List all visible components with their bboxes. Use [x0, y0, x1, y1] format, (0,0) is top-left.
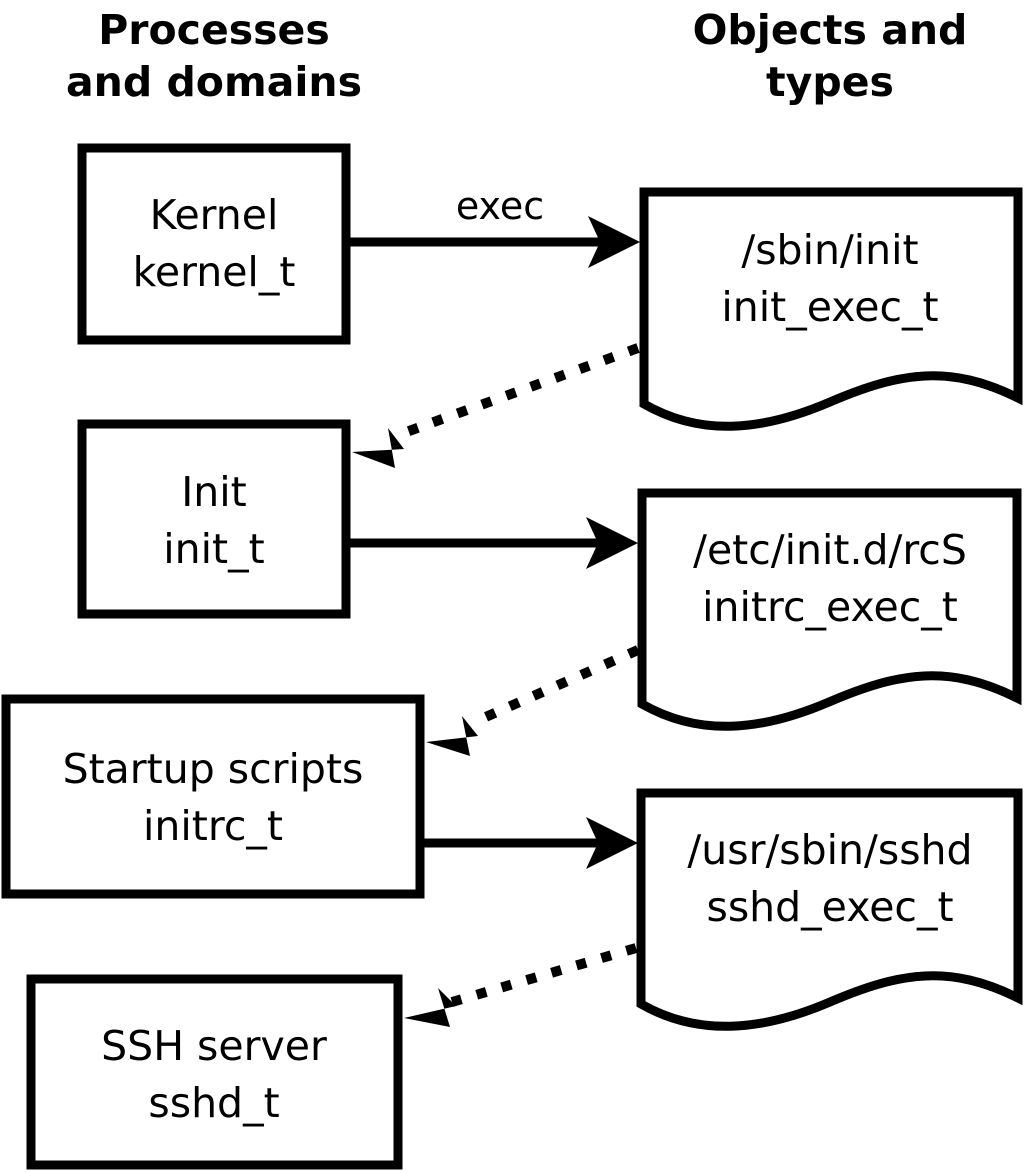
object-node-initrc-exec-type: initrc_exec_t	[702, 583, 958, 631]
object-node-sshd-exec-type: sshd_exec_t	[706, 883, 953, 931]
arrow-head-icon	[426, 716, 478, 756]
arrow-head-icon	[352, 428, 404, 468]
column-header-objects: Objects and types	[693, 6, 968, 106]
process-node-kernel-name: Kernel	[150, 191, 279, 239]
process-node-startup-scripts-name: Startup scripts	[63, 745, 364, 793]
process-node-kernel[interactable]: Kernel kernel_t	[77, 143, 351, 345]
arrow-head-icon	[586, 517, 638, 569]
process-node-init-box[interactable]	[77, 419, 351, 619]
arrow-head-icon	[586, 817, 638, 869]
object-node-sshd-exec-path: /usr/sbin/sshd	[687, 826, 972, 874]
object-node-init-exec[interactable]: /sbin/init init_exec_t	[639, 187, 1023, 431]
process-node-ssh-server-type: sshd_t	[148, 1079, 279, 1127]
arrow-head-icon	[588, 216, 640, 268]
object-node-sshd-exec[interactable]: /usr/sbin/sshd sshd_exec_t	[636, 788, 1023, 1031]
object-node-sshd-exec-document-shape[interactable]	[636, 788, 1023, 1031]
edge-sshd-exec-transition-sshd	[404, 943, 638, 1027]
process-node-startup-scripts-box[interactable]	[1, 694, 425, 899]
object-node-initrc-exec[interactable]: /etc/init.d/rcS initrc_exec_t	[637, 488, 1022, 731]
edge-line	[396, 343, 640, 440]
edge-kernel-exec-init-exec: exec	[350, 184, 640, 268]
arrow-head-icon	[404, 988, 456, 1027]
edge-label-exec: exec	[456, 184, 544, 228]
edge-init-exec-initrc-exec	[350, 517, 638, 569]
process-node-startup-scripts-type: initrc_t	[143, 802, 283, 850]
column-header-processes: Processes and domains	[66, 6, 362, 106]
column-header-processes-line2: and domains	[66, 58, 362, 106]
process-node-kernel-type: kernel_t	[133, 248, 296, 296]
process-node-startup-scripts[interactable]: Startup scripts initrc_t	[1, 694, 425, 899]
process-node-ssh-server[interactable]: SSH server sshd_t	[26, 974, 403, 1170]
edge-init-exec-transition-init	[352, 343, 640, 468]
edge-initrc-exec-transition-initrc	[426, 645, 641, 756]
object-node-initrc-exec-document-shape[interactable]	[637, 488, 1022, 731]
process-node-init-name: Init	[181, 468, 247, 516]
object-node-init-exec-path: /sbin/init	[741, 226, 918, 274]
process-node-kernel-box[interactable]	[77, 143, 351, 345]
edge-line	[469, 645, 641, 728]
edge-line	[450, 943, 638, 1007]
process-node-ssh-server-box[interactable]	[26, 974, 403, 1170]
object-node-initrc-exec-path: /etc/init.d/rcS	[693, 526, 967, 574]
process-node-init-type: init_t	[163, 525, 264, 573]
column-header-processes-line1: Processes	[98, 6, 330, 54]
process-node-ssh-server-name: SSH server	[101, 1022, 327, 1070]
column-header-objects-line1: Objects and	[693, 6, 968, 54]
object-node-init-exec-document-shape[interactable]	[639, 187, 1023, 431]
process-node-init[interactable]: Init init_t	[77, 419, 351, 619]
column-header-objects-line2: types	[766, 58, 894, 106]
edge-initrc-exec-sshd-exec	[424, 817, 638, 869]
object-node-init-exec-type: init_exec_t	[721, 283, 938, 331]
